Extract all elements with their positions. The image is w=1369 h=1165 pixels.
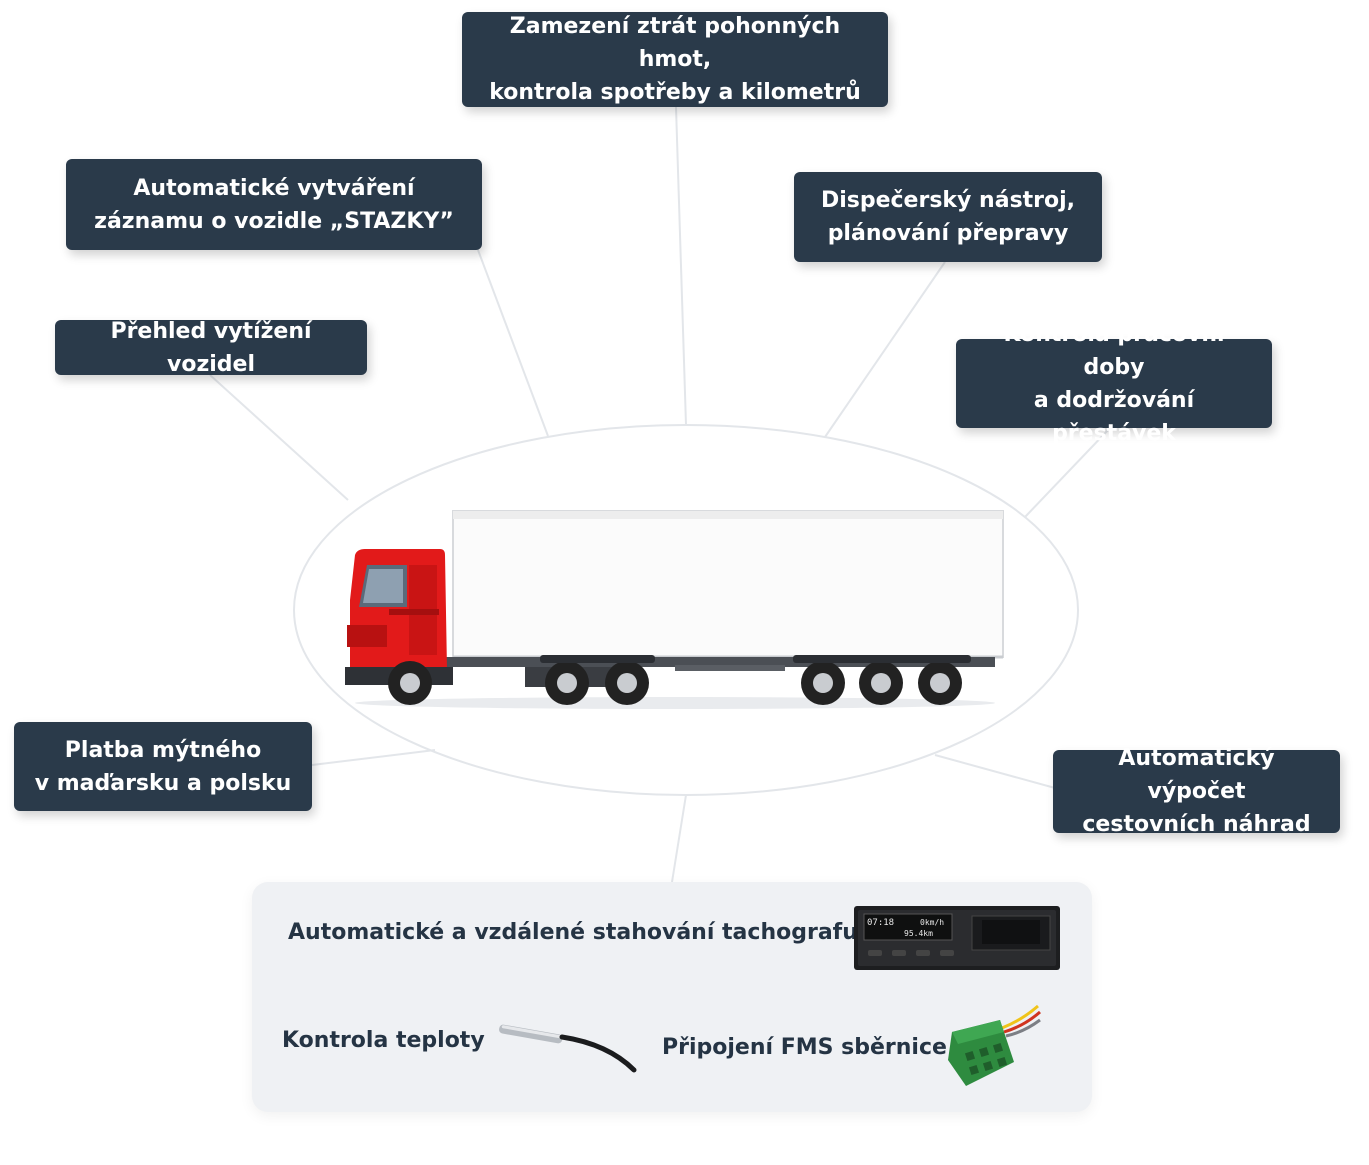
line-panel [671,794,687,883]
feature-utilization: Přehled vytížení vozidel [55,319,367,377]
line-fuel [675,106,687,426]
feature-toll-label: Platba mýtného v maďarsku a polsku [34,737,292,796]
temperature-label: Kontrola teploty [282,1028,485,1053]
temperature-sensor-icon [499,1024,637,1073]
feature-dispatch-label: Dispečerský nástroj, plánování přepravy [820,188,1076,246]
feature-fuel-label: Zamezení ztrát pohonných hmot, kontrola … [489,14,861,105]
line-toll [311,749,436,766]
line-records [477,249,549,437]
feature-records-label: Automatické vytváření záznamu o vozidle … [94,175,454,234]
line-utilization [209,374,349,501]
feature-worktime: Kontrola pracovní doby a dodržování přes… [956,322,1272,446]
tacho-distance: 95.4km [904,929,933,938]
feature-travel-label: Automatický výpočet cestovních náhrad [1082,746,1311,837]
feature-dispatch: Dispečerský nástroj, plánování přepravy [794,172,1102,262]
feature-toll: Platba mýtného v maďarsku a polsku [14,722,312,811]
feature-travel: Automatický výpočet cestovních náhrad [1053,746,1340,837]
tacho-time: 07:18 [867,918,894,928]
device-panel: Automatické a vzdálené stahování tachogr… [252,882,1092,1112]
fms-label: Připojení FMS sběrnice [662,1035,947,1060]
feature-records: Automatické vytváření záznamu o vozidle … [66,159,482,250]
line-travel [934,754,1056,789]
tacho-speed: 0km/h [920,918,944,927]
tachograph-label: Automatické a vzdálené stahování tachogr… [288,920,858,945]
line-dispatch [824,261,946,438]
truck-icon [345,510,1004,709]
line-worktime [1024,427,1111,518]
fms-connector-icon [948,1004,1041,1086]
feature-worktime-label: Kontrola pracovní doby a dodržování přes… [1003,321,1225,446]
feature-utilization-label: Přehled vytížení vozidel [110,318,312,377]
tachograph-icon: 07:18 0km/h 95.4km [854,906,1060,970]
feature-fuel: Zamezení ztrát pohonných hmot, kontrola … [462,12,888,107]
